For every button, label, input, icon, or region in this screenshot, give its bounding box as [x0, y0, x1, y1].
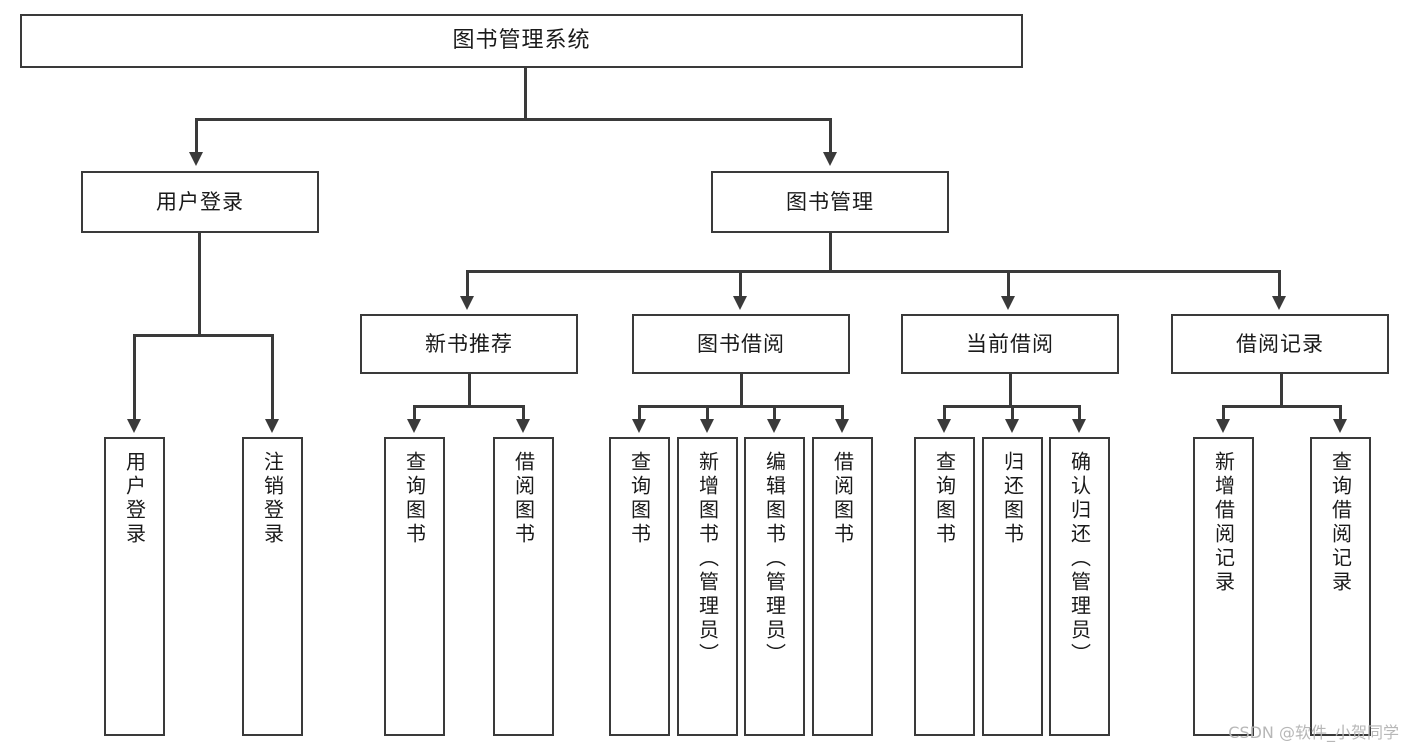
leaf-label: 借阅图书	[830, 451, 855, 547]
leaf-label: 注销登录	[260, 451, 285, 547]
connector-new-book-stem	[468, 374, 471, 405]
connector-book-management-distribution-bar	[466, 270, 1280, 273]
leaf-book-borrow-edit-book[interactable]: 编辑图书（管理员）	[744, 437, 805, 736]
leaf-current-borrow-return-book[interactable]: 归还图书	[982, 437, 1043, 736]
node-new-book-recommend[interactable]: 新书推荐	[360, 314, 578, 374]
node-user-login[interactable]: 用户登录	[81, 171, 319, 233]
leaf-book-borrow-borrow-book[interactable]: 借阅图书	[812, 437, 873, 736]
node-label: 用户登录	[156, 189, 244, 214]
arrow-new-book-leaf-1-icon	[407, 419, 421, 433]
leaf-label: 借阅图书	[511, 451, 536, 547]
leaf-book-borrow-query-book[interactable]: 查询图书	[609, 437, 670, 736]
connector-user-login-stem	[198, 233, 201, 334]
connector-bm-to-new-book	[466, 270, 469, 300]
arrow-root-to-user-login-icon	[189, 152, 203, 166]
connector-bm-to-book-borrow	[739, 270, 742, 300]
leaf-user-login-user-login[interactable]: 用户登录	[104, 437, 165, 736]
leaf-new-book-query-book[interactable]: 查询图书	[384, 437, 445, 736]
leaf-borrow-record-add-record[interactable]: 新增借阅记录	[1193, 437, 1254, 736]
connector-current-borrow-to-leaf-2	[1011, 405, 1014, 421]
arrow-current-borrow-leaf-2-icon	[1005, 419, 1019, 433]
node-label: 图书管理系统	[452, 28, 591, 54]
connector-new-book-to-leaf-1	[413, 405, 416, 421]
connector-user-login-distribution-bar	[133, 334, 272, 337]
arrow-book-borrow-leaf-2-icon	[700, 419, 714, 433]
connector-borrow-record-stem	[1280, 374, 1283, 405]
connector-bm-to-borrow-record	[1278, 270, 1281, 300]
connector-user-login-to-leaf-2	[271, 334, 274, 423]
leaf-user-login-logout[interactable]: 注销登录	[242, 437, 303, 736]
node-label: 图书管理	[786, 189, 874, 214]
leaf-book-borrow-add-book[interactable]: 新增图书（管理员）	[677, 437, 738, 736]
node-current-borrow[interactable]: 当前借阅	[901, 314, 1119, 374]
connector-book-borrow-stem	[740, 374, 743, 405]
connector-current-borrow-stem	[1009, 374, 1012, 405]
connector-book-borrow-distribution-bar	[638, 405, 843, 408]
arrow-bm-current-borrow-icon	[1001, 296, 1015, 310]
arrow-book-borrow-leaf-1-icon	[632, 419, 646, 433]
leaf-label: 查询图书	[932, 451, 957, 547]
arrow-user-login-leaf-1-icon	[127, 419, 141, 433]
arrow-bm-book-borrow-icon	[733, 296, 747, 310]
connector-root-stem	[524, 68, 527, 118]
arrow-new-book-leaf-2-icon	[516, 419, 530, 433]
node-book-management[interactable]: 图书管理	[711, 171, 949, 233]
arrow-bm-borrow-record-icon	[1272, 296, 1286, 310]
connector-book-borrow-to-leaf-2	[706, 405, 709, 421]
node-label: 新书推荐	[425, 331, 513, 356]
connector-user-login-to-leaf-1	[133, 334, 136, 423]
leaf-label: 确认归还（管理员）	[1067, 451, 1092, 667]
connector-book-management-stem	[829, 233, 832, 271]
connector-book-borrow-to-leaf-3	[773, 405, 776, 421]
arrow-borrow-record-leaf-2-icon	[1333, 419, 1347, 433]
node-label: 当前借阅	[966, 331, 1054, 356]
leaf-new-book-borrow-book[interactable]: 借阅图书	[493, 437, 554, 736]
connector-book-borrow-to-leaf-4	[841, 405, 844, 421]
node-root-book-management-system[interactable]: 图书管理系统	[20, 14, 1023, 68]
connector-root-to-user-login	[195, 118, 198, 156]
leaf-label: 归还图书	[1000, 451, 1025, 547]
connector-borrow-record-distribution-bar	[1222, 405, 1341, 408]
connector-current-borrow-to-leaf-1	[943, 405, 946, 421]
arrow-root-to-book-management-icon	[823, 152, 837, 166]
leaf-current-borrow-query-book[interactable]: 查询图书	[914, 437, 975, 736]
node-borrow-record[interactable]: 借阅记录	[1171, 314, 1389, 374]
node-label: 借阅记录	[1236, 331, 1324, 356]
arrow-user-login-leaf-2-icon	[265, 419, 279, 433]
leaf-label: 新增借阅记录	[1211, 451, 1236, 595]
connector-current-borrow-to-leaf-3	[1078, 405, 1081, 421]
connector-borrow-record-to-leaf-2	[1339, 405, 1342, 421]
arrow-book-borrow-leaf-4-icon	[835, 419, 849, 433]
arrow-book-borrow-leaf-3-icon	[767, 419, 781, 433]
connector-book-borrow-to-leaf-1	[638, 405, 641, 421]
leaf-borrow-record-query-record[interactable]: 查询借阅记录	[1310, 437, 1371, 736]
connector-root-to-book-management	[829, 118, 832, 156]
connector-bm-to-current-borrow	[1007, 270, 1010, 300]
leaf-label: 查询借阅记录	[1328, 451, 1353, 595]
arrow-current-borrow-leaf-1-icon	[937, 419, 951, 433]
connector-borrow-record-to-leaf-1	[1222, 405, 1225, 421]
connector-new-book-to-leaf-2	[522, 405, 525, 421]
watermark-text: CSDN @软件_小贺同学	[1228, 723, 1399, 742]
arrow-borrow-record-leaf-1-icon	[1216, 419, 1230, 433]
leaf-label: 查询图书	[627, 451, 652, 547]
connector-new-book-distribution-bar	[413, 405, 524, 408]
leaf-label: 查询图书	[402, 451, 427, 547]
arrow-current-borrow-leaf-3-icon	[1072, 419, 1086, 433]
leaf-label: 用户登录	[122, 451, 147, 547]
connector-root-distribution-bar	[195, 118, 832, 121]
node-book-borrow[interactable]: 图书借阅	[632, 314, 850, 374]
leaf-current-borrow-confirm-return[interactable]: 确认归还（管理员）	[1049, 437, 1110, 736]
leaf-label: 编辑图书（管理员）	[762, 451, 787, 667]
node-label: 图书借阅	[697, 331, 785, 356]
arrow-bm-new-book-icon	[460, 296, 474, 310]
leaf-label: 新增图书（管理员）	[695, 451, 720, 667]
